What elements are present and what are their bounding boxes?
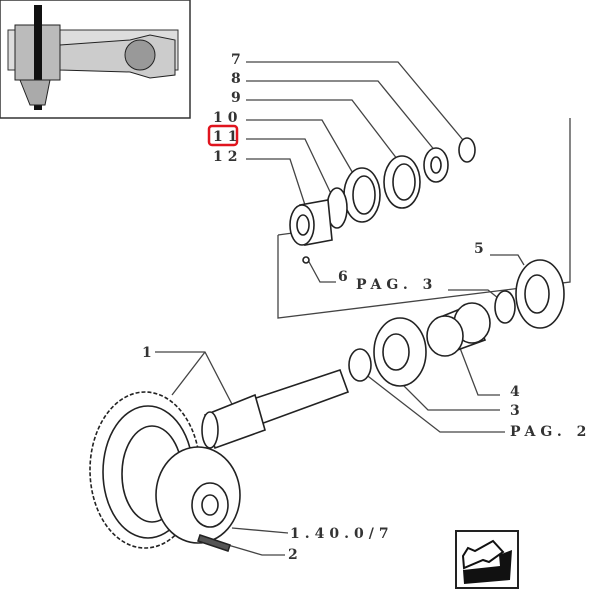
snap-ring-7[interactable] [458,137,476,163]
back-arrow-icon[interactable] [455,530,519,589]
callout-10[interactable]: 10 [213,110,242,126]
pin-6[interactable] [302,256,310,264]
bearing-10[interactable] [343,167,381,223]
pinion-shaft-1[interactable] [201,368,350,450]
callout-11[interactable]: 11 [213,129,242,145]
callout-4[interactable]: 4 [510,384,525,400]
highlight-box [207,124,239,147]
assembly-thumbnail[interactable] [0,0,191,119]
callout-9[interactable]: 9 [231,90,246,106]
ref-pag-2[interactable]: PAG. 2 [510,424,591,440]
spacer-4[interactable] [426,302,491,357]
callout-7[interactable]: 7 [231,52,246,68]
shim[interactable] [494,290,516,324]
callout-12[interactable]: 12 [213,149,242,165]
ref-1-40-0-7[interactable]: 1.40.0/7 [290,526,394,542]
callout-6[interactable]: 6 [338,269,353,285]
callout-8[interactable]: 8 [231,71,246,87]
housing-12[interactable] [289,199,333,246]
bearing-3[interactable] [373,317,427,387]
bearing-9[interactable] [383,155,421,209]
callout-3[interactable]: 3 [510,403,525,419]
callout-5[interactable]: 5 [474,241,489,257]
callout-1[interactable]: 1 [142,345,157,361]
shim-ring[interactable] [348,348,372,382]
callout-2[interactable]: 2 [288,547,303,563]
leader-lines [155,61,525,556]
bolt-2[interactable] [197,534,231,552]
ref-pag-3[interactable]: PAG. 3 [356,277,437,293]
differential-housing[interactable] [155,446,241,544]
bearing-5[interactable] [515,259,565,329]
nut-8[interactable] [423,147,449,183]
